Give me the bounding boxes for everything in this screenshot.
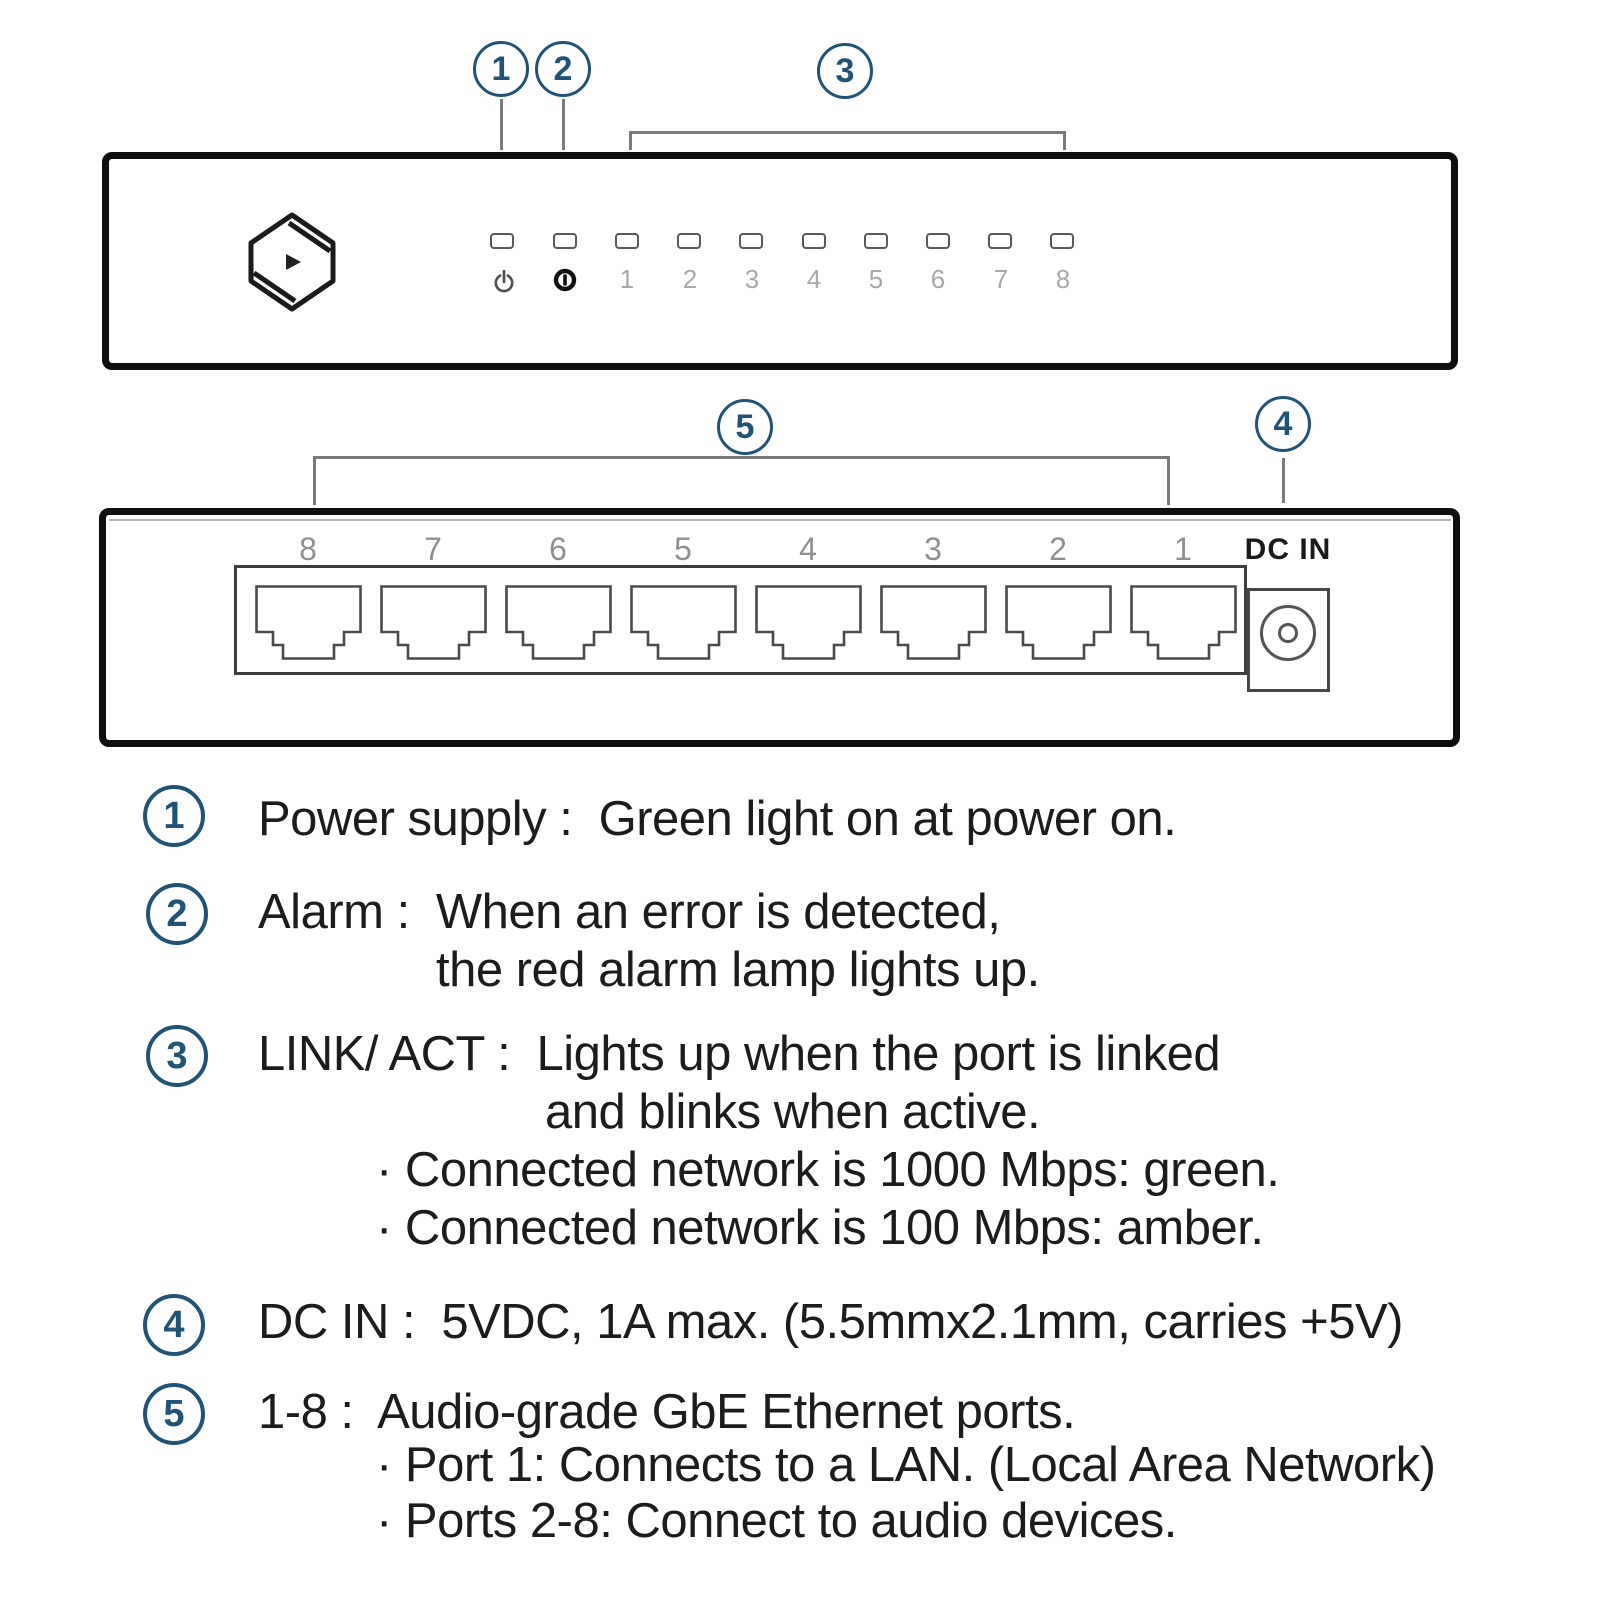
legend-text-linkact-line2: and blinks when active. [545,1085,1041,1139]
callout-3: 3 [817,43,873,99]
legend-text-linkact-line1: LINK/ ACT : Lights up when the port is l… [258,1027,1221,1081]
port-label-3: 3 [924,531,942,567]
brand-logo-hexagon-play-icon [248,212,336,312]
callout-1-leader-line [500,99,503,150]
front-panel [102,152,1458,370]
legend-text-ports-line1: 1-8 : Audio-grade GbE Ethernet ports. [258,1385,1076,1439]
rj45-port-5-icon [630,585,737,660]
rj45-port-8-icon [255,585,362,660]
callout-3-number: 3 [835,51,855,90]
rj45-port-4-icon [755,585,862,660]
legend-number-1-text: 1 [163,794,185,837]
dc-in-label: DC IN [1244,533,1332,566]
led-label-7: 7 [993,264,1009,294]
port-3-led [739,233,763,249]
port-7-led [988,233,1012,249]
legend-number-3-text: 3 [166,1034,188,1077]
legend-number-5: 5 [143,1383,205,1445]
legend-text-ports-bullet2: · Ports 2-8: Connect to audio devices. [376,1494,1177,1548]
legend-text-linkact-bullet1: · Connected network is 1000 Mbps: green. [376,1143,1280,1197]
power-led [490,233,514,249]
legend-number-1: 1 [143,785,205,847]
led-label-1: 1 [619,264,635,294]
led-label-8: 8 [1055,264,1071,294]
legend-text-alarm-line2: the red alarm lamp lights up. [436,943,1040,997]
rj45-port-7-icon [380,585,487,660]
port-2-led [677,233,701,249]
port-label-6: 6 [549,531,567,567]
port-label-8: 8 [299,531,317,567]
rj45-port-6-icon [505,585,612,660]
led-label-3: 3 [744,264,760,294]
legend-number-2-text: 2 [166,892,188,935]
legend-number-4: 4 [143,1294,205,1356]
callout-5-number: 5 [735,407,755,446]
led-label-6: 6 [930,264,946,294]
barrel-jack-pin-icon [1278,623,1298,643]
legend-text-linkact-bullet2: · Connected network is 100 Mbps: amber. [376,1201,1264,1255]
callout-4-number: 4 [1273,404,1293,443]
callout-2: 2 [535,41,591,97]
port-5-led [864,233,888,249]
callout-5: 5 [717,399,773,455]
port-label-4: 4 [799,531,817,567]
rj45-port-3-icon [880,585,987,660]
port-8-led [1050,233,1074,249]
led-label-4: 4 [806,264,822,294]
port-label-5: 5 [674,531,692,567]
callout-1: 1 [473,41,529,97]
legend-number-4-text: 4 [163,1303,185,1346]
legend-number-3: 3 [146,1025,208,1087]
rear-panel-inner-line [109,519,1451,521]
alarm-led [553,233,577,249]
port-4-led [802,233,826,249]
power-icon [494,269,514,293]
port-label-2: 2 [1049,531,1067,567]
legend-number-2: 2 [146,883,208,945]
callout-3-bracket [629,131,1066,150]
legend-text-ports-bullet1: · Port 1: Connects to a LAN. (Local Area… [376,1438,1436,1492]
port-1-led [615,233,639,249]
callout-1-number: 1 [491,49,511,88]
port-label-7: 7 [424,531,442,567]
callout-5-bracket [313,456,1170,505]
port-6-led [926,233,950,249]
callout-2-leader-line [562,99,565,150]
legend-text-alarm-line1: Alarm : When an error is detected, [258,885,1001,939]
legend-number-5-text: 5 [163,1392,185,1435]
legend-text-power-supply: Power supply : Green light on at power o… [258,792,1177,846]
led-label-5: 5 [868,264,884,294]
rj45-port-1-icon [1130,585,1237,660]
port-label-1: 1 [1174,531,1192,567]
legend-text-dcin: DC IN : 5VDC, 1A max. (5.5mmx2.1mm, carr… [258,1295,1403,1349]
led-label-2: 2 [682,264,698,294]
callout-2-number: 2 [553,49,573,88]
rj45-port-2-icon [1005,585,1112,660]
callout-4: 4 [1255,396,1311,452]
callout-4-leader-line [1282,458,1285,503]
alarm-icon [553,268,577,292]
